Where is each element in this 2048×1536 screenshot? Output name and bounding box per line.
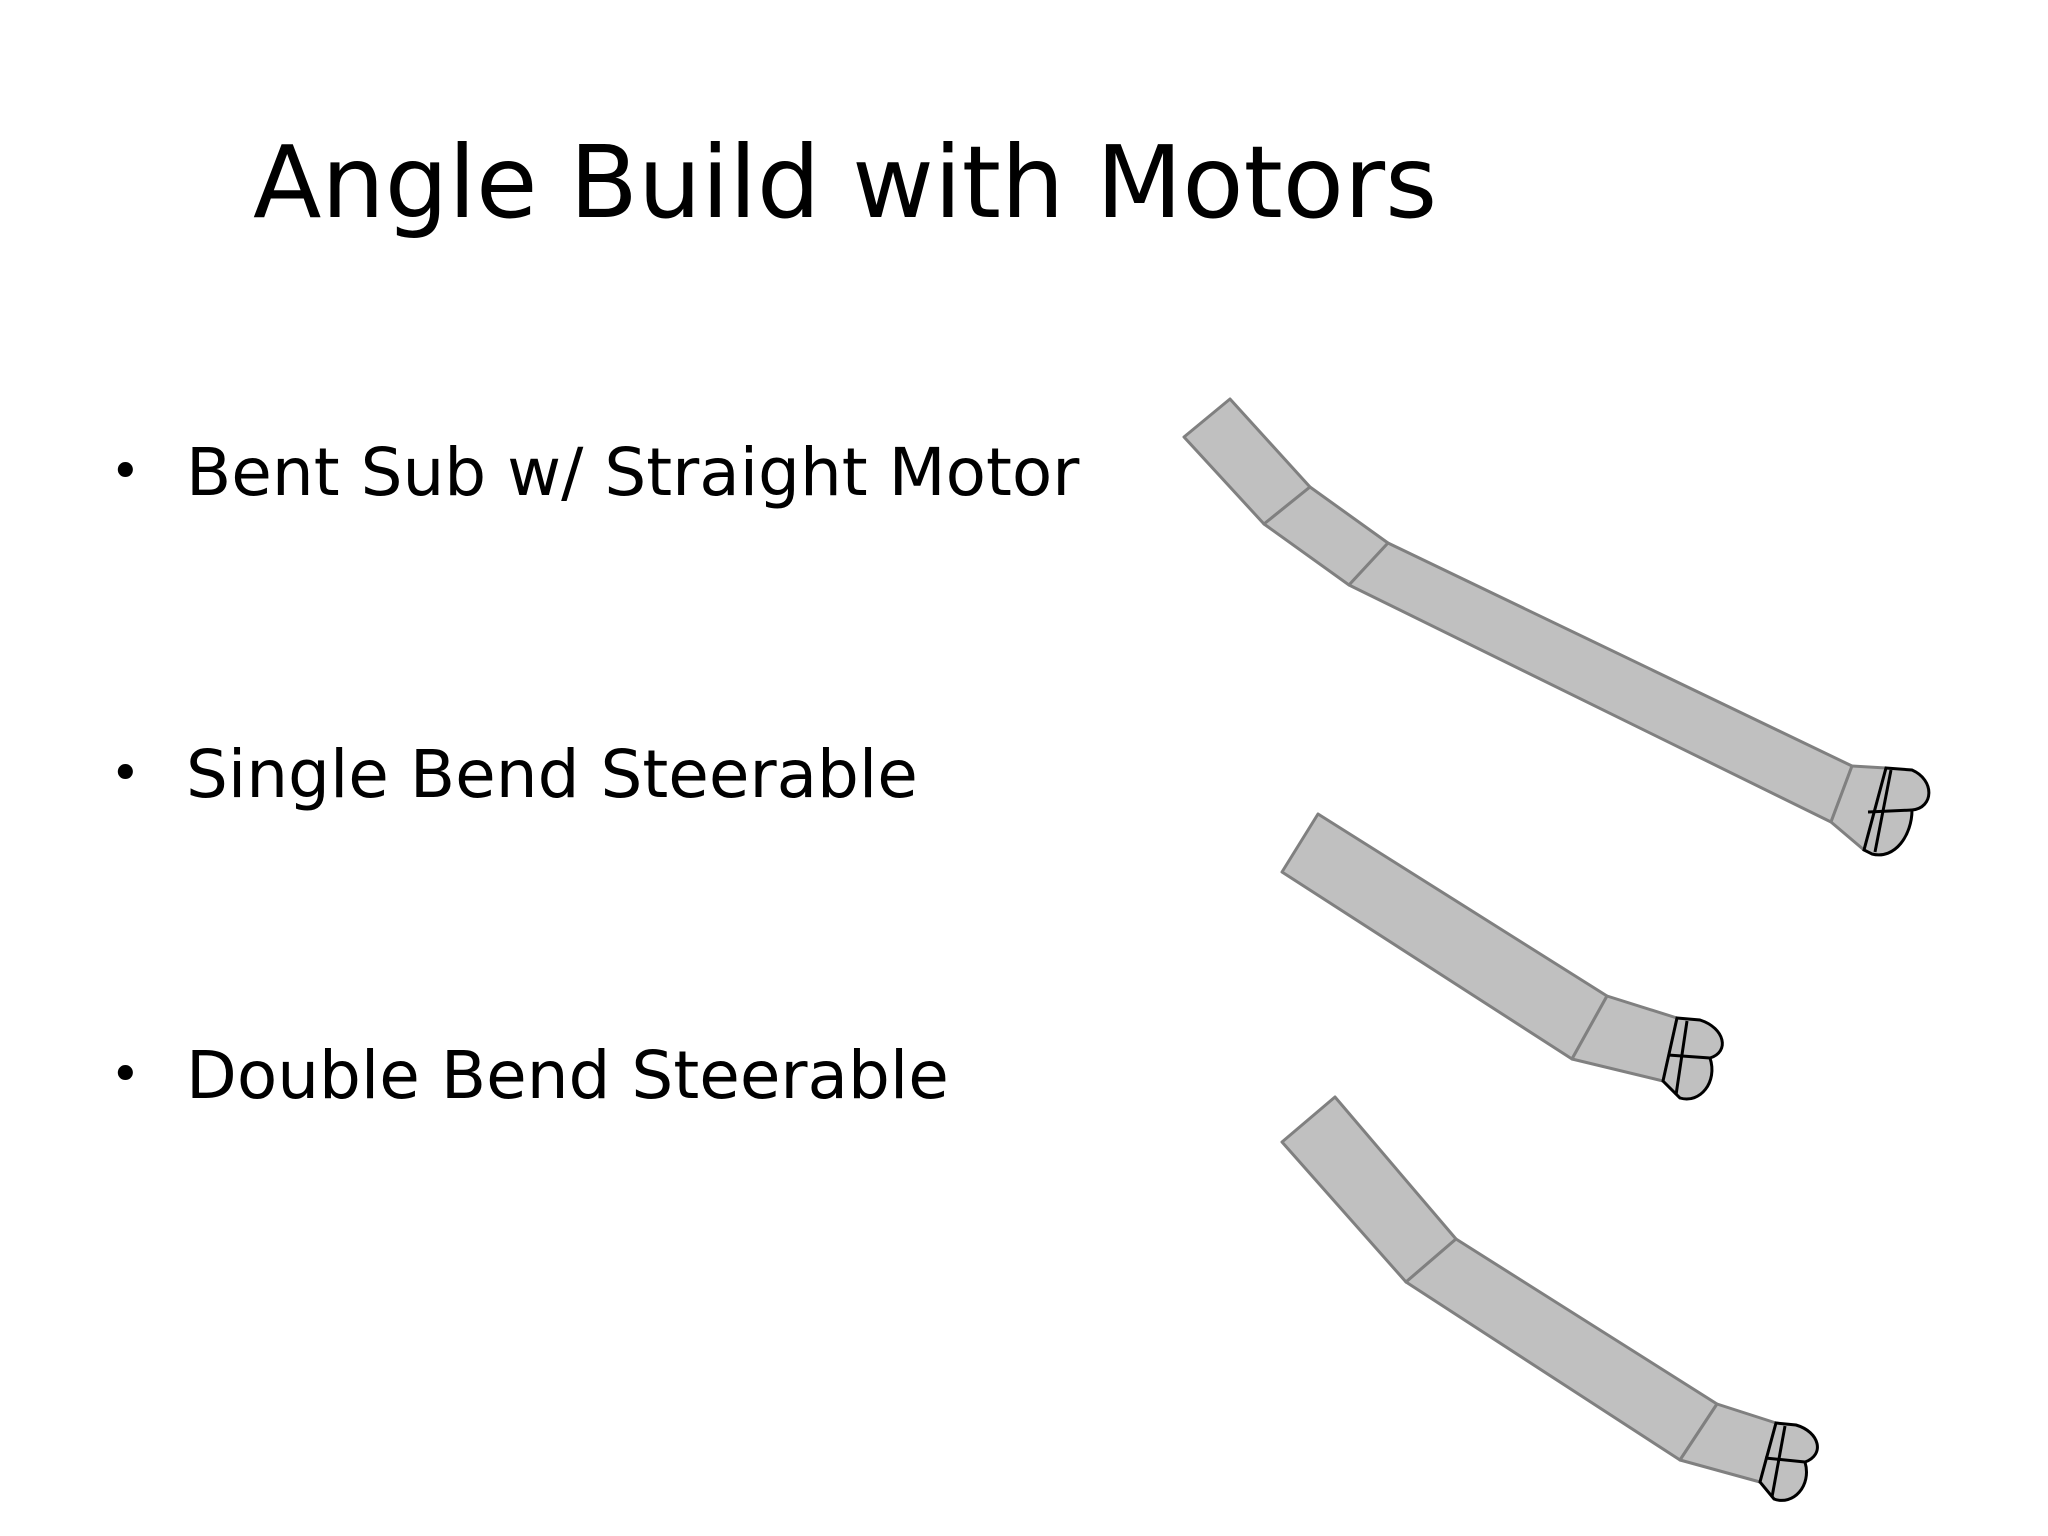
assembly-bent-sub-straight-motor [1182,397,1931,857]
straight-motor [1347,541,1854,824]
motor-body [1404,1237,1719,1462]
bullet-text: Bent Sub w/ Straight Motor [186,434,1080,511]
assembly-single-bend-steerable [1280,812,1724,1101]
bullet-text: Double Bend Steerable [186,1037,949,1114]
drill-bit-icon [1661,1016,1724,1101]
bullet-dot: • [110,744,141,804]
bullet-bent-sub-straight-motor: •Bent Sub w/ Straight Motor [110,440,1079,506]
bullet-dot: • [110,1045,141,1105]
assembly-double-bend-steerable [1280,1095,1819,1502]
motor-body [1280,812,1609,1061]
bullet-text: Single Bend Steerable [186,736,918,813]
upper-bent-section [1280,1095,1458,1284]
bullet-single-bend-steerable: •Single Bend Steerable [110,742,918,808]
bullet-double-bend-steerable: •Double Bend Steerable [110,1043,949,1109]
drill-bit-icon [1758,1421,1819,1502]
bullet-dot: • [110,442,141,502]
slide-title: Angle Build with Motors [253,124,1438,241]
drill-bit-icon [1862,766,1931,857]
